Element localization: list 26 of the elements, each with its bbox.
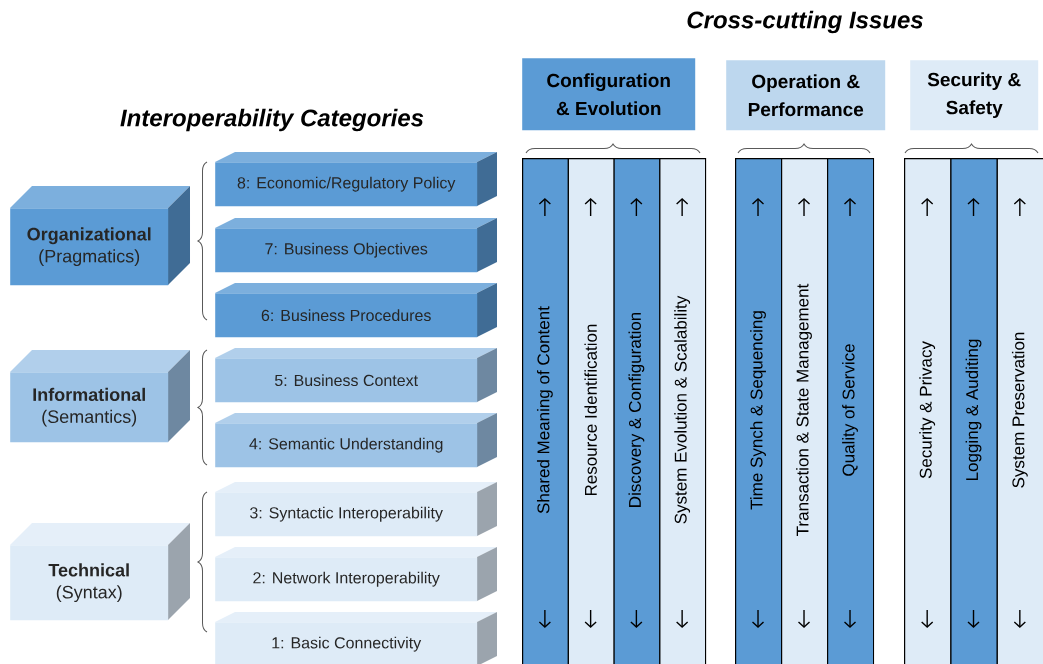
heading: Cross-cutting Issues (687, 10, 923, 34)
column-band: Transaction & State Management (781, 158, 829, 664)
level-block: 5: Business Context (215, 348, 497, 403)
column-band: Quality of Service (827, 158, 875, 664)
column-band: Time Synch & Sequencing (735, 158, 783, 664)
category-block: Technical (Syntax) (10, 523, 190, 621)
column-band: Discovery & Configuration (613, 158, 661, 664)
level-block: 1: Basic Connectivity (215, 612, 497, 664)
level-block: 3: Syntactic Interoperability (215, 482, 497, 537)
header-box: Configuration & Evolution (522, 58, 696, 131)
category-block: Informational (Semantics) (10, 350, 190, 443)
level-block: 4: Semantic Understanding (215, 413, 497, 468)
level-block: 7: Business Objectives (215, 218, 497, 273)
column-band: System Evolution & Scalability (659, 158, 707, 664)
level-block: 8: Economic/Regulatory Policy (215, 152, 497, 207)
column-band: Resource Identification (567, 158, 615, 664)
header-box: Operation & Performance (726, 60, 886, 131)
column-band: Shared Meaning of Content (522, 158, 569, 664)
category-block: Organizational (Pragmatics) (10, 186, 190, 286)
header-box: Security & Safety (910, 60, 1039, 131)
column-band: Security & Privacy (904, 158, 952, 664)
level-block: 2: Network Interoperability (215, 547, 497, 602)
heading: Interoperability Categories (120, 108, 424, 132)
column-band: System Preservation (996, 158, 1043, 664)
column-band: Logging & Auditing (950, 158, 998, 664)
level-block: 6: Business Procedures (215, 283, 497, 338)
